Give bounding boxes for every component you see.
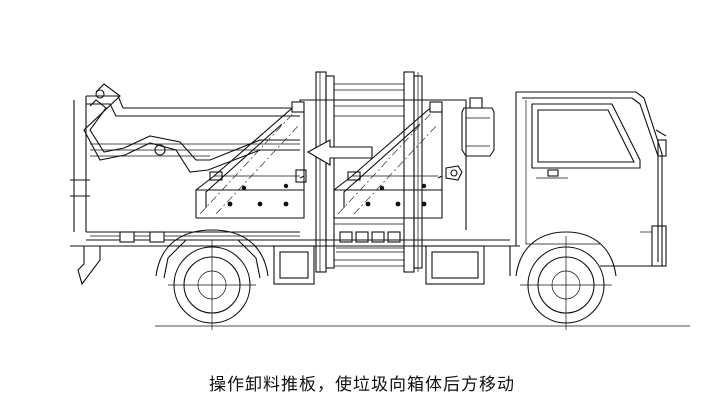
lift-tower-front: [403, 71, 423, 273]
rear-loader-arm: [83, 83, 300, 173]
garbage-truck-diagram: [70, 71, 690, 330]
front-wheel: [515, 231, 617, 330]
rear-wheel: [155, 229, 269, 330]
arrow-left-icon: [306, 139, 373, 166]
figure-caption: 操作卸料推板，使垃圾向箱体后方移动: [209, 375, 515, 395]
push-plate-front: [333, 101, 463, 219]
lift-tower-rear: [315, 71, 335, 273]
push-plate-rear: [195, 101, 307, 219]
oil-tank: [461, 97, 495, 157]
ladder-rungs: [334, 83, 404, 267]
truck-cab: [509, 91, 667, 276]
control-boxes: [336, 231, 404, 253]
side-boxes: [273, 245, 485, 285]
